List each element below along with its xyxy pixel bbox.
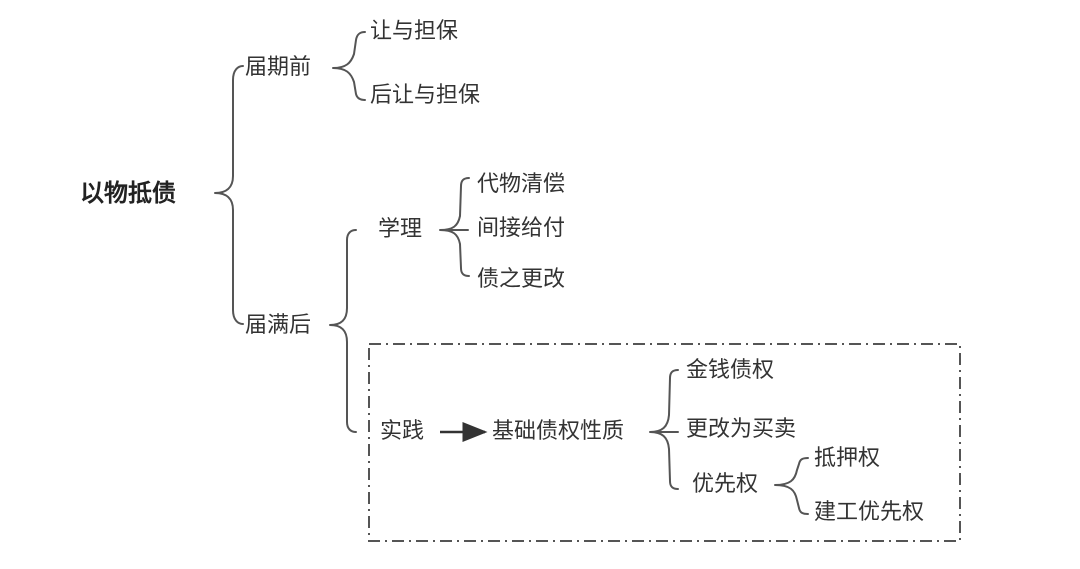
before-due-node: 届期前	[245, 55, 312, 80]
practice-node: 实践	[380, 419, 425, 444]
before-due-brace	[332, 31, 366, 101]
mortgage-node: 抵押权	[814, 446, 881, 471]
root-brace	[214, 65, 244, 325]
priority-brace	[774, 457, 809, 515]
monetary-claim-node: 金钱债权	[686, 358, 775, 383]
priority-right-node: 优先权	[692, 472, 759, 497]
root-node: 以物抵债	[80, 179, 176, 207]
dation-in-payment-node: 代物清偿	[477, 172, 566, 197]
theory-brace	[439, 177, 470, 277]
nature-brace	[649, 369, 679, 490]
novation-node: 债之更改	[477, 267, 566, 292]
theory-node: 学理	[378, 217, 423, 242]
practice-frame	[368, 343, 961, 542]
after-due-brace	[329, 229, 357, 433]
claim-nature-node: 基础债权性质	[492, 419, 625, 444]
indirect-payment-node: 间接给付	[477, 216, 566, 241]
construction-priority-node: 建工优先权	[814, 500, 925, 525]
transfer-guarantee-node: 让与担保	[370, 19, 459, 44]
changed-to-sale-node: 更改为买卖	[686, 417, 797, 442]
post-transfer-guarantee-node: 后让与担保	[370, 83, 481, 108]
after-due-node: 届满后	[245, 313, 312, 338]
